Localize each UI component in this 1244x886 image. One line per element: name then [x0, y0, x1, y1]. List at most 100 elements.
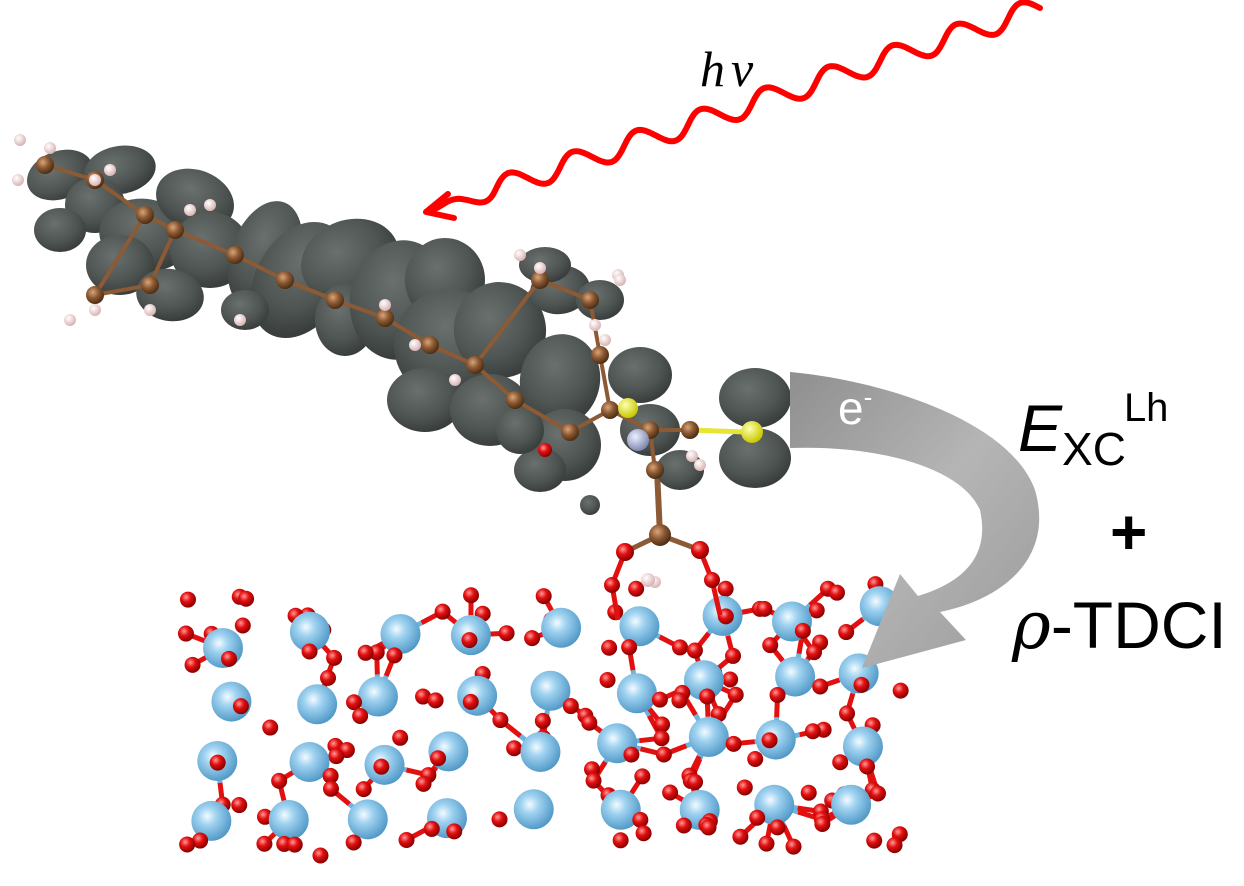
o-atom: [386, 647, 403, 664]
o-atom: [585, 772, 602, 789]
c-c-bond: [93, 178, 147, 217]
o-atom: [271, 772, 288, 789]
o-atom: [806, 644, 823, 661]
o-atom: [430, 750, 447, 767]
o-atom: [859, 758, 876, 775]
o-atom: [662, 784, 679, 801]
o-atom: [462, 693, 479, 710]
o-atom: [653, 730, 670, 747]
c-atom: [226, 246, 244, 264]
ti-atom: [775, 656, 816, 697]
o-atom: [785, 838, 802, 855]
method-name: -TDCI: [1050, 588, 1227, 662]
h-atom: [614, 274, 626, 286]
o-atom: [838, 624, 855, 641]
s-atom: [741, 421, 763, 443]
n-atom: [627, 429, 649, 451]
o-atom: [687, 773, 704, 790]
ti-atom: [520, 731, 561, 772]
o-atom: [506, 740, 523, 757]
ti-atom: [347, 799, 388, 840]
ti-atom: [831, 784, 872, 825]
o-atom: [177, 625, 194, 642]
h-atom: [12, 174, 24, 186]
orbital-lobe: [514, 448, 566, 492]
ti-atom: [289, 611, 330, 652]
o-atom: [415, 775, 432, 792]
c-c-bond: [93, 213, 147, 297]
o-atom: [725, 647, 742, 664]
c-atom: [681, 421, 699, 439]
h-atom: [534, 262, 546, 274]
functional-superscript: Lh: [1123, 386, 1169, 430]
o-atom: [238, 590, 255, 607]
o-atom: [747, 751, 764, 767]
o-atom: [184, 656, 201, 673]
o-atom: [814, 815, 831, 832]
ti-atom: [268, 799, 309, 840]
c-atom: [601, 401, 619, 419]
o-atom: [853, 676, 870, 693]
c-c-bond: [148, 229, 177, 286]
orbital-lobe: [34, 208, 86, 252]
h-atom: [686, 450, 698, 462]
orbital-lobe: [580, 495, 600, 515]
h-atom: [64, 314, 76, 326]
o-atom: [732, 828, 749, 845]
o-atom: [415, 688, 432, 705]
o-atom: [839, 705, 856, 722]
h-atom: [14, 134, 26, 146]
tio2-slab-atoms: [177, 576, 911, 864]
o-atom: [262, 719, 279, 736]
o-atom: [346, 694, 363, 711]
h-atom: [409, 339, 421, 351]
o-atom: [320, 669, 337, 686]
c-atom: [506, 391, 524, 409]
o-atom: [621, 639, 638, 656]
ti-atom: [683, 660, 724, 701]
ti-atom: [297, 684, 338, 725]
orbital-lobe: [496, 406, 544, 454]
o-atom: [498, 625, 515, 642]
c-atom: [581, 291, 599, 309]
o-atom: [794, 622, 811, 639]
o-atom: [492, 712, 509, 729]
electron-label: e-: [838, 384, 872, 431]
c-atom: [591, 346, 609, 364]
electron-charge: -: [863, 382, 873, 412]
h-atom: [44, 142, 56, 154]
o-atom: [722, 671, 739, 688]
o-atom: [634, 768, 651, 785]
o-atom: [725, 735, 742, 752]
o-atom: [672, 639, 689, 656]
o-atom: [328, 748, 345, 765]
c-c-bond: [513, 398, 572, 434]
method-symbol: ρ: [1012, 587, 1051, 664]
ti-atom: [688, 717, 729, 758]
ti-atom: [289, 742, 330, 783]
h-atom: [144, 304, 156, 316]
o-atom: [398, 832, 415, 849]
o-atom: [769, 819, 786, 836]
o-atom: [651, 691, 668, 708]
functional-subscript: XC: [1062, 423, 1126, 475]
o-atom: [655, 746, 672, 763]
o-atom: [179, 591, 196, 608]
ti-atom: [357, 676, 398, 717]
c-c-bond: [94, 283, 151, 297]
c-atom: [376, 309, 394, 327]
c-atom: [326, 291, 344, 309]
o-atom: [312, 847, 329, 864]
c-c-bond: [473, 278, 542, 367]
o-atom: [671, 692, 688, 709]
o-atom: [322, 780, 339, 797]
h-atom: [449, 374, 461, 386]
photon-wave-icon: [429, 0, 1043, 213]
h-atom: [694, 459, 706, 471]
ti-atom: [191, 800, 232, 841]
ti-atom: [457, 675, 498, 716]
ti-atom: [616, 673, 657, 714]
c-atom: [276, 271, 294, 289]
